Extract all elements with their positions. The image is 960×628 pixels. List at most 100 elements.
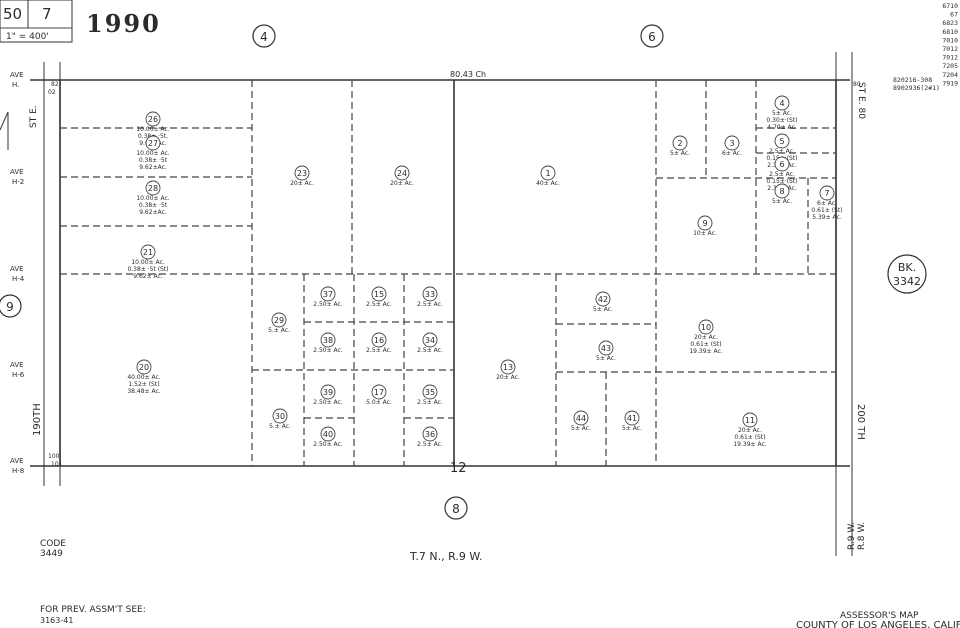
- parcel-area: 2.5± Ac.: [417, 441, 443, 448]
- parcel-boundaries: [60, 80, 836, 466]
- margin-note: 7919: [942, 79, 958, 87]
- parcel-2: 2 5± Ac.: [670, 135, 690, 157]
- assessor-map-title: ASSESSOR'S MAP: [840, 611, 919, 621]
- dim-left-bottom: 100: [48, 453, 60, 460]
- parcel-number: 33: [425, 290, 435, 299]
- parcel-number-circle: [320, 384, 336, 400]
- parcel-area: 5± Ac.: [772, 198, 792, 205]
- parcel-number-circle: [422, 332, 438, 348]
- parcel-area: 2.50± Ac.: [313, 399, 343, 406]
- parcel-number-circle: [394, 165, 410, 181]
- parcel-9: 9 10± Ac.: [693, 215, 717, 237]
- adjacent-page-top-left: 4: [252, 24, 276, 48]
- parcel-number: 2: [677, 139, 682, 148]
- parcel-number: 23: [297, 169, 307, 178]
- parcel-3: 36± Ac.: [722, 135, 742, 157]
- margin-note: 67: [950, 11, 958, 19]
- parcel-number-circle: [136, 359, 152, 375]
- svg-text:9: 9: [6, 300, 14, 314]
- parcel-number-circle: [371, 332, 387, 348]
- parcel-number-circle: [774, 133, 790, 149]
- parcel-area2: 0.61± (St): [734, 434, 765, 441]
- parcel-number: 24: [397, 169, 407, 178]
- parcel-number-circle: [624, 410, 640, 426]
- parcel-number-circle: [573, 410, 589, 426]
- parcel-40: 402.50± Ac.: [313, 426, 343, 448]
- parcel-area: 5± Ac.: [670, 150, 690, 157]
- parcel-area2: 0.61± (St): [690, 341, 721, 348]
- parcel-area: 5± Ac.: [772, 110, 792, 117]
- parcel-number: 11: [745, 416, 755, 425]
- parcel-area: 10.00± Ac.: [136, 195, 169, 202]
- parcel-area3: 4.70± Ac.: [767, 124, 797, 131]
- parcel-area: 40.00± Ac.: [127, 374, 160, 381]
- parcel-number-circle: [774, 95, 790, 111]
- parcel-30: 305.± Ac.: [269, 408, 291, 430]
- adjacent-page-bottom: 8: [444, 496, 468, 520]
- parcel-area: 2.5± Ac.: [366, 347, 392, 354]
- parcel-area3: 19.39± Ac.: [733, 441, 766, 448]
- parcel-area: 2.5± Ac.: [769, 148, 795, 155]
- parcel-number: 5: [779, 137, 784, 146]
- prev-assessment-label: FOR PREV. ASSM'T SEE:: [40, 605, 146, 615]
- parcel-number-circle: [422, 286, 438, 302]
- parcel-area3: 19.39± Ac.: [689, 348, 722, 355]
- parcel-number: 34: [425, 336, 435, 345]
- adjacent-page-top-right: 6: [640, 24, 664, 48]
- parcel-number-circle: [145, 135, 161, 151]
- avenue-prefix: AVE: [10, 71, 24, 79]
- parcel-number: 42: [598, 295, 608, 304]
- parcel-number: 30: [275, 412, 285, 421]
- map-scale: 1" = 400': [6, 32, 49, 42]
- code-label: CODE: [40, 539, 66, 549]
- parcel-area2: 0.61± (St): [811, 207, 842, 214]
- parcel-number: 26: [148, 115, 158, 124]
- parcel-number: 37: [323, 290, 333, 299]
- margin-note: 7204: [942, 71, 958, 79]
- parcel-area: 2.5± Ac.: [417, 399, 443, 406]
- parcel-number-circle: [140, 244, 156, 260]
- parcel-area: 5± Ac.: [571, 425, 591, 432]
- parcel-area: 2.50± Ac.: [313, 347, 343, 354]
- margin-note-lower: 8902936(2#1): [893, 84, 940, 92]
- parcel-8: 85± Ac.: [772, 183, 792, 205]
- parcel-area: 10± Ac.: [693, 230, 717, 237]
- parcel-44: 44 5± Ac.: [571, 410, 591, 432]
- margin-note: 7205: [942, 62, 958, 70]
- prev-assessment-value: 3163-41: [40, 616, 73, 625]
- dim-top: 80.43 Ch: [450, 70, 486, 79]
- parcel-number: 15: [374, 290, 384, 299]
- parcel-area2: 0.38± ·5t (St): [127, 266, 168, 273]
- parcel-number-circle: [598, 340, 614, 356]
- parcel-36: 362.5± Ac.: [417, 426, 443, 448]
- parcel-1: 140± Ac.: [536, 165, 560, 187]
- parcel-area: 5.± Ac.: [268, 327, 290, 334]
- parcel-area: 10.00± Ac.: [136, 150, 169, 157]
- parcel-number-circle: [595, 291, 611, 307]
- parcel-35: 352.5± Ac.: [417, 384, 443, 406]
- parcel-number-circle: [320, 286, 336, 302]
- parcel-number: 27: [148, 139, 158, 148]
- dim-left-bottom2: 101: [51, 461, 63, 468]
- parcel-area2: 0.38± ·5t: [139, 202, 168, 209]
- parcel-number-circle: [422, 426, 438, 442]
- parcel-area: 20± Ac.: [738, 427, 762, 434]
- parcel-number: 9: [702, 219, 707, 228]
- parcel-number-circle: [145, 111, 161, 127]
- parcel-number-circle: [320, 426, 336, 442]
- parcel-11: 11 20± Ac.0.61± (St)19.39± Ac.: [733, 412, 767, 448]
- avenue-prefix: AVE: [10, 265, 24, 273]
- parcel-number-circle: [371, 384, 387, 400]
- parcel-number: 44: [576, 414, 586, 423]
- parcel-area: 2.5± Ac.: [417, 347, 443, 354]
- parcel-4: 45± Ac.0.30±·(St)4.70± Ac.: [766, 95, 798, 131]
- parcel-number: 21: [143, 248, 153, 257]
- parcel-number: 29: [274, 316, 284, 325]
